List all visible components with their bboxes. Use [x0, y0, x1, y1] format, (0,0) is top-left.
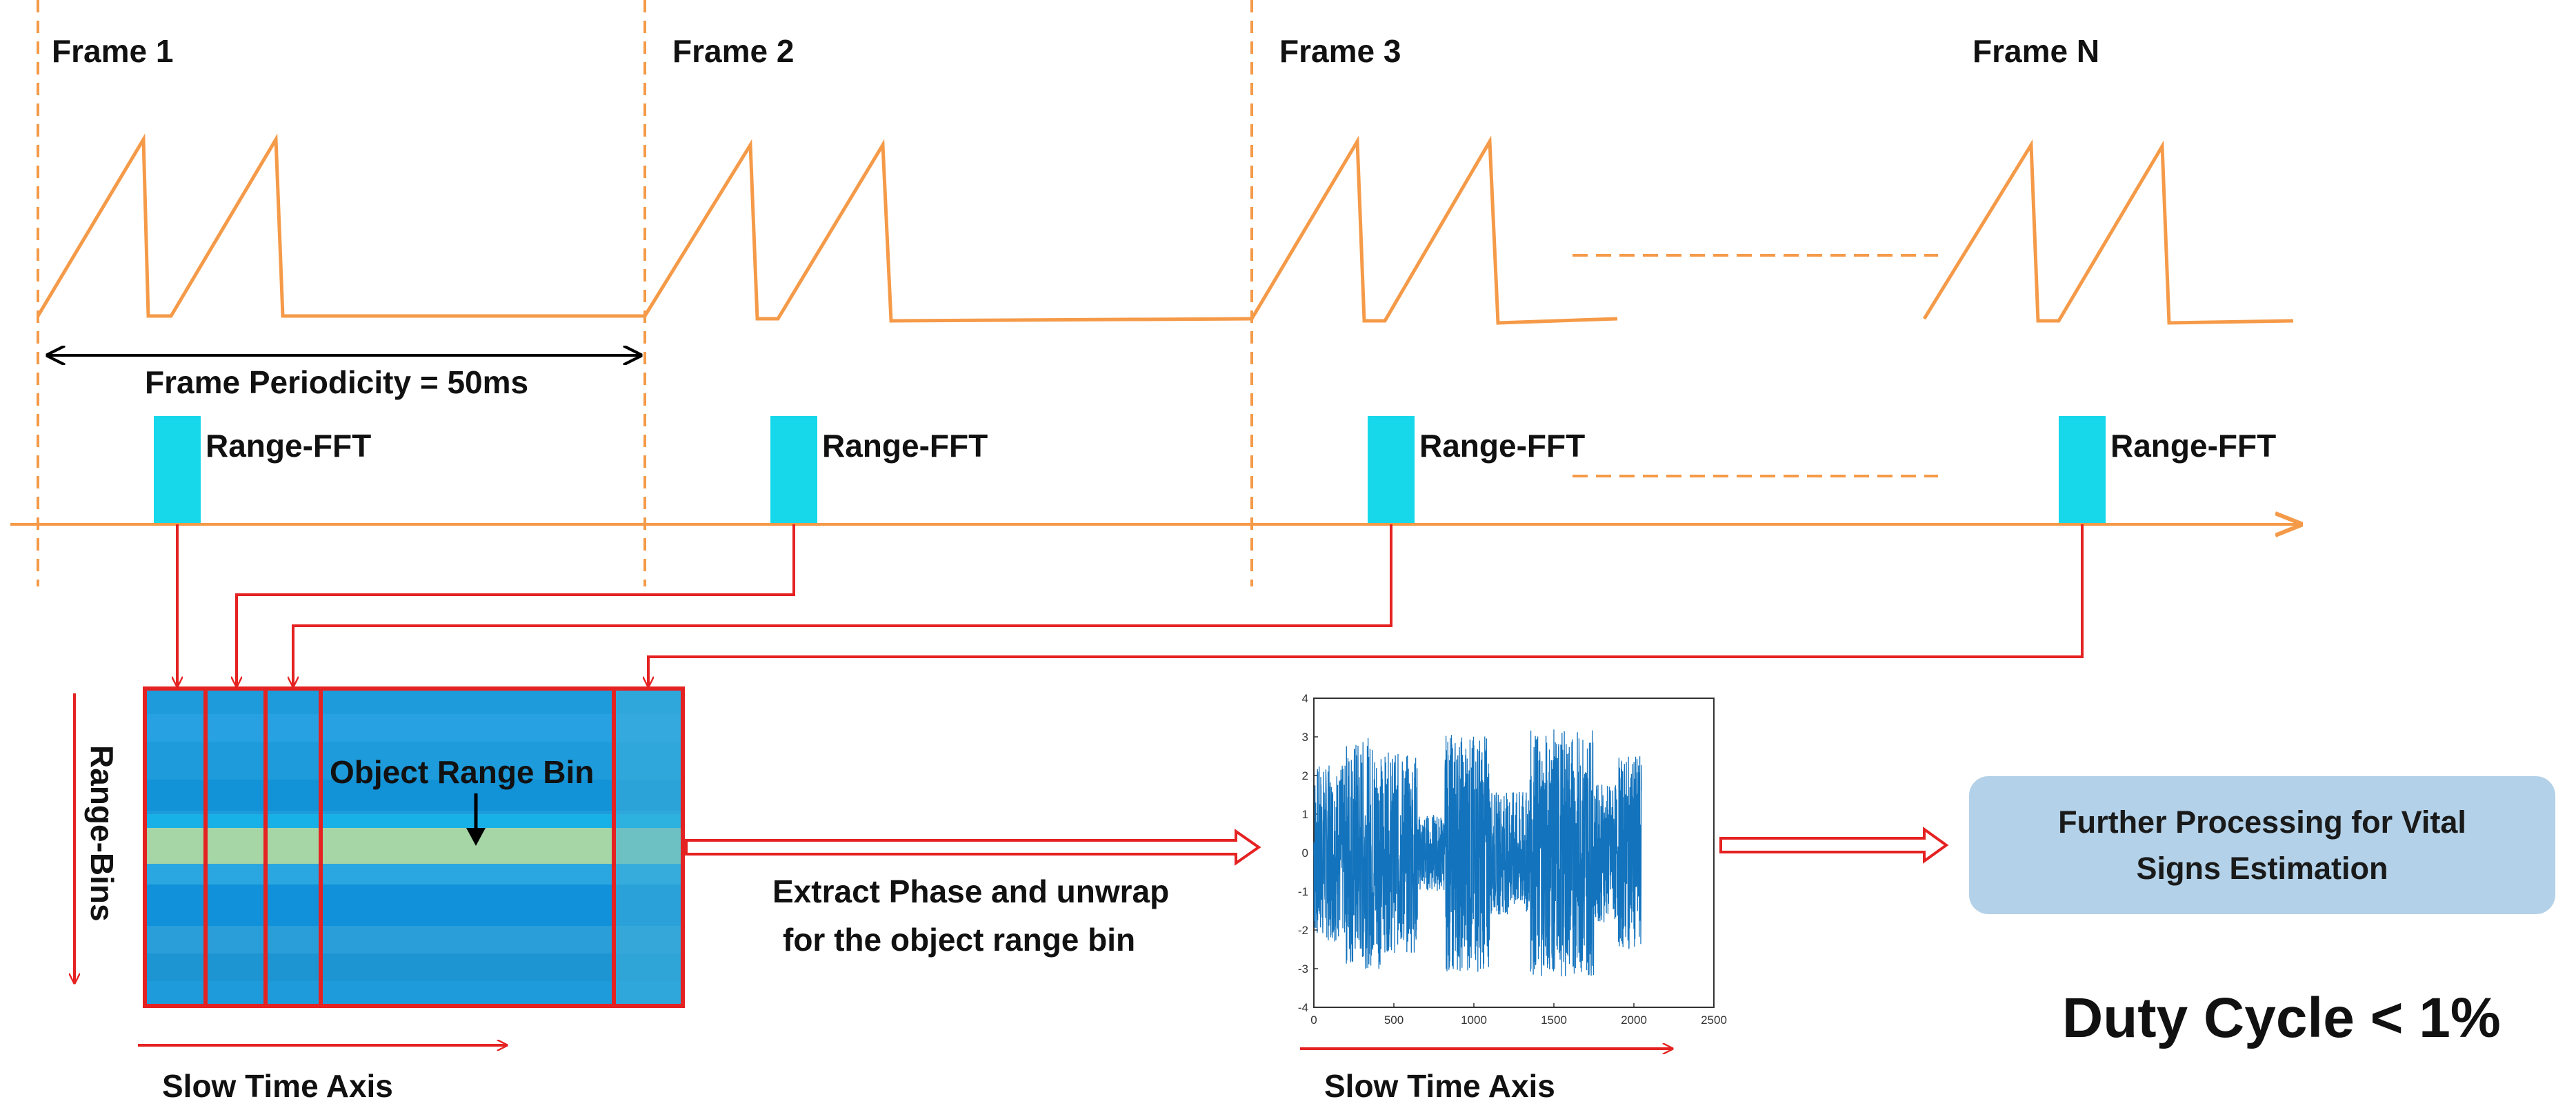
- object-range-bin-row: [145, 828, 683, 864]
- chirp-frame-2: [643, 139, 1252, 323]
- frame-n-label: Frame N: [1973, 33, 2099, 69]
- range-fft-label-2: Range-FFT: [822, 428, 988, 464]
- connector-frame-2: [237, 524, 795, 686]
- matrix-row-band-3: [145, 814, 683, 828]
- chirp-waveforms: [36, 133, 2294, 325]
- range-fft-block-2: [770, 416, 817, 523]
- range-fft-block-1: [154, 416, 201, 523]
- x-tick-label: 0: [1310, 1014, 1317, 1027]
- y-tick-label: 0: [1302, 847, 1308, 860]
- x-tick-label: 500: [1384, 1014, 1404, 1027]
- frame-periodicity-label: Frame Periodicity = 50ms: [145, 364, 528, 400]
- further-processing-line-2: Signs Estimation: [2136, 851, 2388, 886]
- matrix-row-band-7: [145, 953, 683, 981]
- y-tick-label: 2: [1302, 769, 1308, 782]
- range-fft-label-3: Range-FFT: [1419, 428, 1585, 464]
- range-fft-label-n: Range-FFT: [2110, 428, 2276, 464]
- y-tick-label: -1: [1298, 885, 1308, 898]
- range-bins-matrix: [143, 686, 685, 1008]
- matrix-row-band-5: [145, 884, 683, 926]
- connector-frame-3: [293, 524, 1392, 686]
- fft-to-matrix-connectors: [177, 524, 2084, 686]
- matrix-row-band-1: [145, 714, 683, 742]
- range-fft-blocks: [154, 416, 2106, 523]
- matrix-row-band-4: [145, 864, 683, 884]
- slow-time-axis-label-right: Slow Time Axis: [1324, 1068, 1555, 1104]
- phase-plot: 0 500 1000 1500 2000 2500 4 3 2 1 0 -1 -2 -3 -4: [1298, 692, 1727, 1027]
- phase-signal: [1313, 729, 1642, 977]
- chirp-frame-3: [1250, 135, 1618, 325]
- frame-1-label: Frame 1: [52, 33, 173, 69]
- x-tick-label: 1000: [1461, 1014, 1487, 1027]
- matrix-to-plot-arrow: [685, 829, 1261, 866]
- object-range-bin-pointer-head: [466, 828, 486, 846]
- frame-dividers: [37, 0, 1253, 586]
- matrix-row-band-2: [145, 780, 683, 811]
- frame-3-label: Frame 3: [1279, 33, 1401, 69]
- frame-2-label: Frame 2: [672, 33, 794, 69]
- further-processing-box: [1969, 776, 2555, 914]
- chirp-frame-1: [36, 133, 645, 318]
- x-tick-label: 1500: [1541, 1014, 1567, 1027]
- further-processing-line-1: Further Processing for Vital: [2058, 804, 2466, 840]
- y-tick-label: -2: [1298, 924, 1308, 937]
- plot-to-processing-arrow: [1719, 827, 1949, 864]
- y-tick-label: 4: [1302, 692, 1308, 705]
- range-fft-block-n: [2059, 416, 2106, 523]
- range-bins-label: Range-Bins: [84, 745, 120, 922]
- x-tick-label: 2500: [1701, 1014, 1727, 1027]
- further-processing-text: Further Processing for Vital Signs Estim…: [1969, 776, 2555, 914]
- y-tick-label: -3: [1298, 962, 1308, 976]
- connector-frame-n: [648, 524, 2084, 686]
- range-fft-block-3: [1368, 416, 1415, 523]
- y-tick-label: 1: [1302, 808, 1308, 821]
- matrix-row-band-6: [145, 926, 683, 953]
- extract-phase-line-2: for the object range bin: [783, 922, 1135, 958]
- object-range-bin-label: Object Range Bin: [330, 754, 594, 790]
- phase-signal-line: [1313, 729, 1642, 977]
- y-tick-label: -4: [1298, 1001, 1308, 1014]
- matrix-border: [143, 686, 685, 1008]
- extract-phase-line-1: Extract Phase and unwrap: [772, 873, 1169, 909]
- chirp-frame-n: [1922, 139, 2294, 325]
- duty-cycle-label: Duty Cycle < 1%: [2062, 987, 2501, 1049]
- range-fft-label-1: Range-FFT: [206, 428, 371, 464]
- y-tick-label: 3: [1302, 731, 1308, 744]
- slow-time-axis-label-left: Slow Time Axis: [162, 1068, 393, 1104]
- plot-ticks: 0 500 1000 1500 2000 2500 4 3 2 1 0 -1 -2 -3 -4: [1298, 692, 1727, 1027]
- matrix-last-column: [614, 689, 683, 1006]
- x-tick-label: 2000: [1621, 1014, 1647, 1027]
